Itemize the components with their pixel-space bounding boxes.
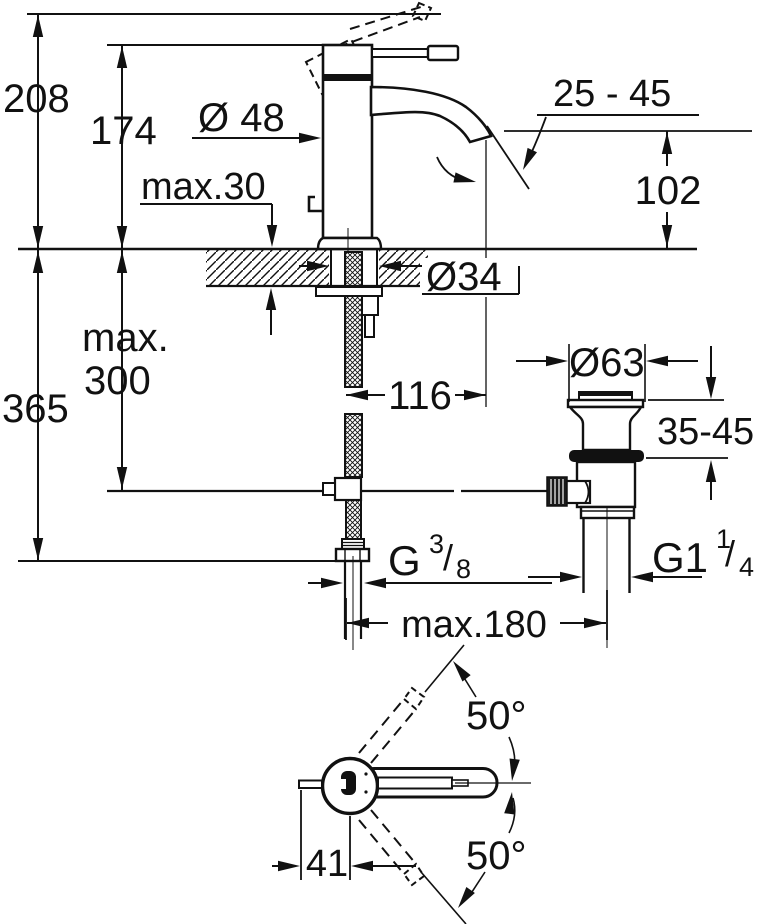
label-swivel-upper: 50°	[466, 694, 527, 738]
label-spout-outlet-height: 102	[635, 169, 702, 213]
label-hose-clearance-1: max.	[82, 316, 169, 360]
label-swivel-lower: 50°	[466, 834, 527, 878]
handle-rotated-up-dashed	[358, 644, 465, 764]
handle-rotated-down-dashed	[358, 809, 467, 924]
label-waste-flange-diameter: Ø63	[569, 341, 645, 385]
rod-tee-fitting	[333, 476, 363, 502]
label-waste-thread-slash: /	[725, 533, 735, 574]
cap-ring	[322, 74, 373, 81]
dimension-lines	[32, 14, 728, 880]
label-aerator-angle-range: 25 - 45	[553, 73, 671, 115]
reference-lines	[18, 13, 752, 562]
label-deck-hole-diameter: Ø34	[426, 255, 502, 299]
label-hose-thread-den: 8	[456, 554, 471, 584]
label-waste-thread-den: 4	[739, 552, 754, 582]
label-waste-thread-g: G1	[652, 534, 708, 581]
label-hose-thread: G 3 / 8	[388, 529, 471, 584]
braided-hose-lower	[345, 499, 362, 540]
rod-guide-stem	[364, 314, 375, 338]
spout	[369, 85, 493, 144]
rear-stub-top-view	[298, 779, 323, 789]
faucet-side-view	[304, 1, 530, 252]
hose-thread-collar	[341, 538, 365, 550]
aerator-axis-line	[486, 125, 530, 190]
label-body-diameter: Ø 48	[198, 96, 285, 140]
label-waste-thread: G1 1 / 4	[652, 524, 754, 582]
popup-rod-hook	[307, 195, 323, 213]
label-hose-thread-num: 3	[429, 529, 444, 559]
waste-gasket	[569, 450, 644, 462]
adjuster-knob	[546, 476, 568, 507]
lever-rod	[371, 48, 430, 58]
braided-hose-middle	[344, 413, 363, 478]
label-total-depth: 365	[2, 387, 69, 431]
label-spout-base-height: 174	[90, 109, 157, 153]
mounting-washer	[315, 286, 383, 297]
rod-guide-block	[361, 295, 379, 316]
label-deck-thickness: max.30	[141, 166, 266, 208]
undercounter-assembly	[315, 250, 383, 650]
lever-end	[426, 44, 460, 62]
base-flange	[316, 236, 383, 251]
label-basin-thickness-range: 35-45	[657, 411, 754, 453]
popup-waste-assembly	[546, 391, 645, 648]
braided-hose-upper	[344, 251, 363, 388]
dimension-labels: 208 174 Ø 48 25 - 45 102 max.30 Ø34 max.…	[2, 73, 754, 885]
waste-funnel	[567, 405, 643, 452]
label-spout-reach: 116	[388, 374, 452, 418]
label-hose-clearance-2: 300	[84, 359, 151, 403]
label-hose-thread-g: G	[388, 537, 421, 584]
swivel-angle-annotation	[453, 661, 520, 908]
label-handle-offset: 41	[306, 843, 348, 885]
lever-top-view	[377, 776, 453, 790]
label-rod-spacing: max.180	[401, 604, 547, 646]
label-overall-height: 208	[3, 77, 70, 121]
label-hose-thread-slash: /	[443, 537, 453, 578]
rod-tee-clamp	[322, 482, 336, 496]
faucet-top-view	[298, 644, 531, 924]
label-waste-thread-num: 1	[716, 524, 731, 554]
faucet-body	[321, 43, 374, 240]
